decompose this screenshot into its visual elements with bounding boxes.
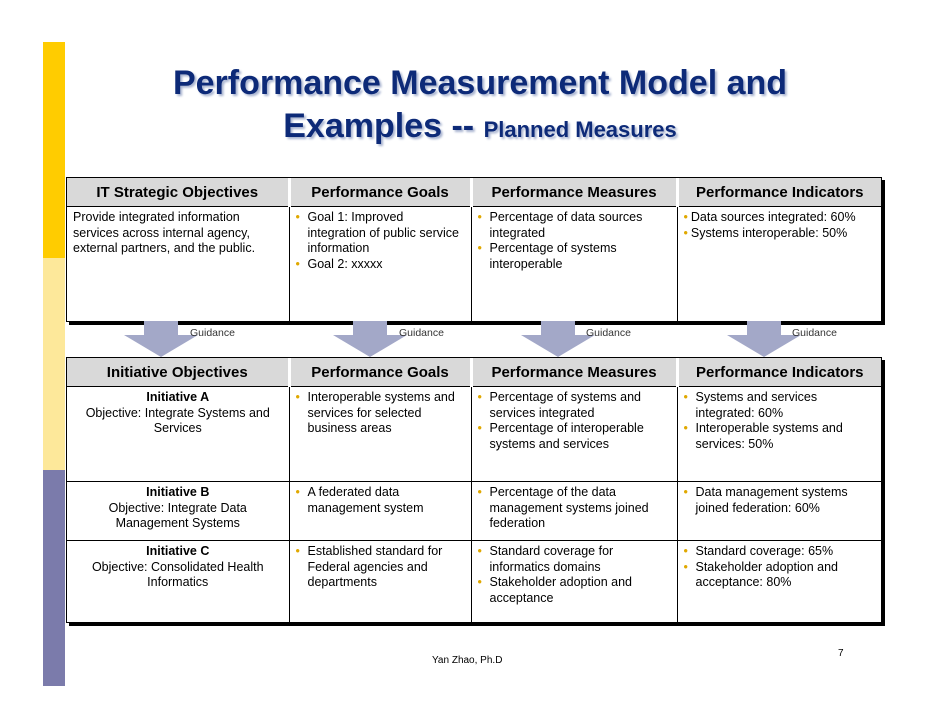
- initiative-table: Initiative Objectives Performance Goals …: [66, 357, 882, 623]
- header-performance-measures: Performance Measures: [471, 178, 679, 207]
- goal-item: Goal 2: xxxxx: [296, 257, 465, 273]
- initiative-indicators-cell: Data management systems joined federatio…: [677, 481, 881, 541]
- title-line-2: Examples -- Planned Measures: [80, 105, 880, 151]
- initiative-indicators-cell: Systems and services integrated: 60% Int…: [677, 386, 881, 482]
- measure-item: Percentage of systems and services integ…: [478, 390, 671, 421]
- guidance-label: Guidance: [586, 327, 631, 339]
- indicator-item: Data management systems joined federatio…: [684, 485, 876, 516]
- initiative-goals-cell: A federated data management system: [289, 481, 472, 541]
- goal-item: Interoperable systems and services for s…: [296, 390, 465, 437]
- guidance-arrow-icon: [124, 321, 198, 357]
- strategic-header-row: IT Strategic Objectives Performance Goal…: [67, 178, 881, 207]
- initiative-measures-cell: Standard coverage for informatics domain…: [471, 540, 678, 622]
- guidance-arrow-icon: [521, 321, 595, 357]
- accent-bar-light-yellow: [43, 258, 65, 470]
- title-line-2-main: Examples --: [283, 107, 475, 145]
- header-performance-indicators: Performance Indicators: [677, 178, 881, 207]
- strategic-row: Provide integrated information services …: [67, 206, 881, 322]
- initiative-measures-cell: Percentage of systems and services integ…: [471, 386, 678, 482]
- initiative-row: Initiative A Objective: Integrate System…: [67, 386, 881, 482]
- initiative-indicators-cell: Standard coverage: 65% Stakeholder adopt…: [677, 541, 881, 623]
- initiative-goals-cell: Established standard for Federal agencie…: [289, 540, 472, 622]
- initiative-name: Initiative B: [146, 485, 210, 499]
- initiative-row: Initiative C Objective: Consolidated Hea…: [67, 540, 881, 623]
- initiative-objective-cell: Initiative B Objective: Integrate Data M…: [67, 481, 290, 541]
- accent-bar-purple: [43, 470, 65, 686]
- initiative-objective: Objective: Consolidated Health Informati…: [91, 559, 264, 590]
- initiative-row: Initiative B Objective: Integrate Data M…: [67, 481, 881, 541]
- measure-item: Percentage of data sources integrated: [478, 210, 671, 241]
- goal-item: Goal 1: Improved integration of public s…: [296, 210, 465, 257]
- page-number: 7: [838, 648, 844, 659]
- indicator-item: Interoperable systems and services: 50%: [684, 421, 876, 452]
- initiative-objective-cell: Initiative C Objective: Consolidated Hea…: [67, 540, 290, 622]
- guidance-arrow-icon: [727, 321, 801, 357]
- guidance-arrow-icon: [333, 321, 407, 357]
- strategic-objective-cell: Provide integrated information services …: [67, 206, 290, 321]
- goal-item: A federated data management system: [296, 485, 465, 516]
- header-performance-goals: Performance Goals: [289, 178, 473, 207]
- indicator-item: Data sources integrated: 60%: [684, 210, 876, 226]
- measure-item: Percentage of the data management system…: [478, 485, 671, 532]
- header-performance-measures: Performance Measures: [471, 358, 679, 387]
- measure-item: Percentage of interoperable systems and …: [478, 421, 671, 452]
- goal-item: Established standard for Federal agencie…: [296, 544, 465, 591]
- measure-item: Standard coverage for informatics domain…: [478, 544, 671, 575]
- indicator-item: Systems and services integrated: 60%: [684, 390, 876, 421]
- strategic-table: IT Strategic Objectives Performance Goal…: [66, 177, 882, 322]
- initiative-objective: Objective: Integrate Data Management Sys…: [108, 500, 247, 531]
- measure-item: Percentage of systems interoperable: [478, 241, 671, 272]
- strategic-indicators-cell: Data sources integrated: 60% Systems int…: [677, 207, 881, 322]
- footer-author: Yan Zhao, Ph.D: [432, 655, 503, 666]
- indicator-item: Systems interoperable: 50%: [684, 226, 876, 242]
- header-performance-indicators: Performance Indicators: [677, 358, 881, 387]
- initiative-goals-cell: Interoperable systems and services for s…: [289, 386, 472, 482]
- measure-item: Stakeholder adoption and acceptance: [478, 575, 671, 606]
- initiative-objective: Objective: Integrate Systems and Service…: [85, 405, 270, 436]
- slide-title: Performance Measurement Model and Exampl…: [80, 62, 880, 151]
- initiative-measures-cell: Percentage of the data management system…: [471, 481, 678, 541]
- strategic-measures-cell: Percentage of data sources integrated Pe…: [471, 206, 678, 321]
- indicator-item: Stakeholder adoption and acceptance: 80%: [684, 560, 876, 591]
- accent-bar-yellow: [43, 42, 65, 258]
- initiative-header-row: Initiative Objectives Performance Goals …: [67, 358, 881, 387]
- indicator-item: Standard coverage: 65%: [684, 544, 876, 560]
- guidance-label: Guidance: [190, 327, 235, 339]
- initiative-objective-cell: Initiative A Objective: Integrate System…: [67, 386, 290, 482]
- header-initiative-objectives: Initiative Objectives: [67, 358, 291, 387]
- initiative-name: Initiative C: [146, 544, 210, 558]
- guidance-label: Guidance: [399, 327, 444, 339]
- title-line-1: Performance Measurement Model and: [172, 64, 788, 102]
- initiative-name: Initiative A: [146, 390, 210, 404]
- guidance-label: Guidance: [792, 327, 837, 339]
- header-it-strategic-objectives: IT Strategic Objectives: [67, 178, 291, 207]
- title-line-2-subtitle: Planned Measures: [483, 117, 677, 142]
- strategic-goals-cell: Goal 1: Improved integration of public s…: [289, 206, 472, 321]
- header-performance-goals: Performance Goals: [289, 358, 473, 387]
